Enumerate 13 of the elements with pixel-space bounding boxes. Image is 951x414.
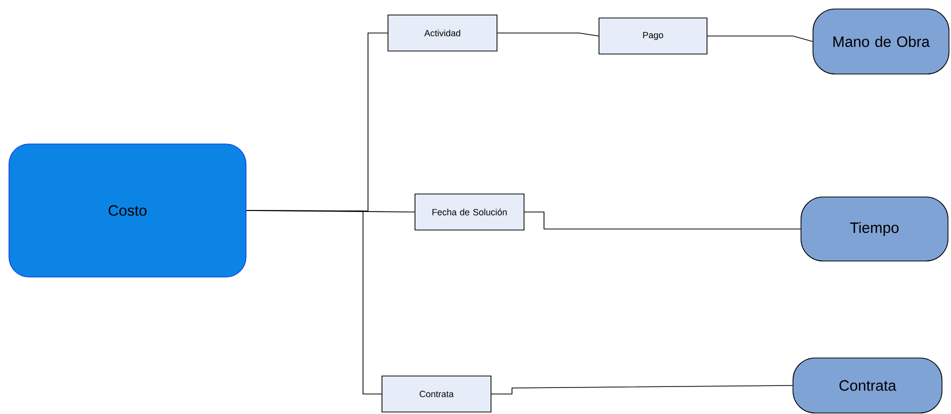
connector-line	[707, 36, 813, 42]
label-box: Pago	[598, 18, 708, 54]
label-box: Fecha de Solución	[414, 194, 524, 230]
connector-line	[246, 210, 382, 394]
root-box: Costo	[8, 144, 246, 278]
label-box: Contrata	[382, 376, 492, 412]
rounded-box: Contrata	[792, 358, 942, 414]
rounded-box: Mano de Obra	[812, 8, 950, 74]
connector-line	[491, 385, 793, 394]
connector-line	[524, 212, 801, 230]
rounded-box: Tiempo	[800, 196, 948, 262]
label-box: Actividad	[388, 14, 498, 52]
connector-line	[497, 32, 599, 36]
